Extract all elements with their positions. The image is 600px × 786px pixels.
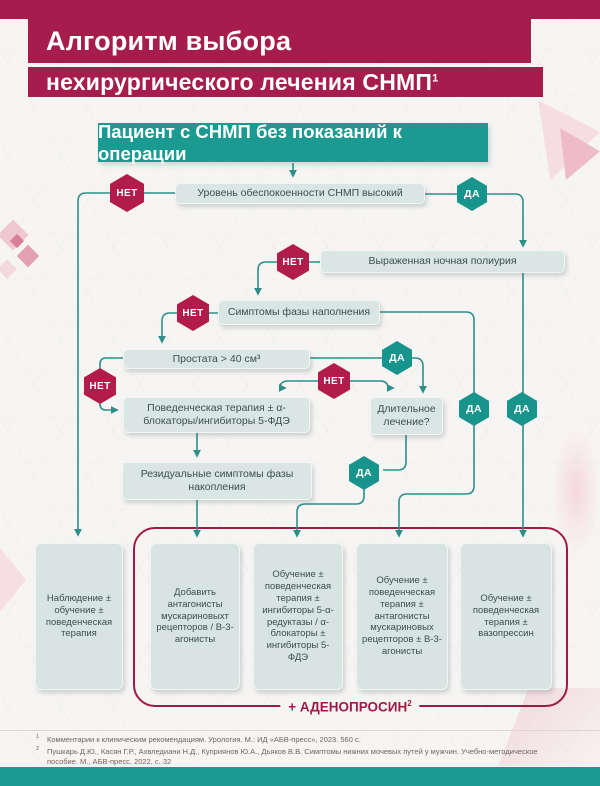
yes-hexagon-storage-line: ДА bbox=[459, 392, 489, 426]
node-longterm-treatment: Длительное лечение? bbox=[370, 397, 443, 435]
node-behavioral-therapy: Поведенческая терапия ± α-блокаторы/инги… bbox=[123, 397, 310, 433]
footnote-1-marker: 1 bbox=[36, 734, 40, 740]
decor-pink-diamond bbox=[0, 259, 17, 279]
no-hexagon-longterm: НЕТ bbox=[318, 363, 350, 399]
page-title-line2: нехирургического лечения СНМП1 bbox=[46, 68, 439, 95]
title-banner-line2: нехирургического лечения СНМП1 bbox=[28, 67, 543, 97]
header-top-strip bbox=[0, 0, 600, 19]
yes-hexagon-polyuria-line: ДА bbox=[507, 392, 537, 426]
outcome-education-5ari: Обучение ± поведенческая терапия ± ингиб… bbox=[253, 543, 343, 690]
node-residual-symptoms: Резидуальные симптомы фазы накопления bbox=[122, 462, 312, 500]
node-storage-symptoms: Симптомы фазы наполнения bbox=[218, 300, 380, 325]
outcome-education-antagonists: Обучение ± поведенческая терапия ± антаг… bbox=[356, 543, 448, 690]
footer-bar bbox=[0, 767, 600, 786]
no-hexagon-prostate: НЕТ bbox=[84, 368, 116, 404]
decor-pink-triangle bbox=[0, 548, 26, 612]
footnote-2-marker: 2 bbox=[36, 746, 40, 752]
node-anxiety-level: Уровень обеспокоенности СНМП высокий bbox=[175, 183, 425, 204]
adenoprosin-label: + АДЕНОПРОСИН2 bbox=[280, 699, 420, 715]
no-hexagon-anxiety: НЕТ bbox=[110, 174, 144, 212]
footnote-2-text: Пушкарь Д.Ю., Касян Г.Р., Ахвледиани Н.Д… bbox=[47, 747, 538, 767]
footnote-divider bbox=[0, 730, 600, 731]
yes-hexagon-prostate: ДА bbox=[382, 341, 412, 375]
outcome-education-vasopressin: Обучение ± поведенческая терапия ± вазоп… bbox=[460, 543, 552, 690]
yes-hexagon-longterm: ДА bbox=[349, 456, 379, 490]
node-prostate-volume: Простата > 40 см³ bbox=[123, 349, 310, 369]
outcome-observation: Наблюдение ± обучение ± поведенческая те… bbox=[35, 543, 123, 690]
start-node-label: Пациент с СНМП без показаний к операции bbox=[98, 120, 402, 164]
node-nocturnal-polyuria: Выраженная ночная полиурия bbox=[320, 250, 565, 273]
title-footnote-marker: 1 bbox=[432, 71, 439, 84]
outcome-add-antagonists: Добавить антагонисты мускариновыхт рецеп… bbox=[150, 543, 240, 690]
footnote-1-text: Комментарии к клиническим рекомендациям.… bbox=[47, 735, 361, 744]
adenoprosin-footnote-marker: 2 bbox=[407, 699, 412, 708]
start-node-patient: Пациент с СНМП без показаний к операции bbox=[98, 120, 488, 164]
no-hexagon-polyuria: НЕТ bbox=[277, 244, 309, 280]
yes-hexagon-anxiety: ДА bbox=[457, 177, 487, 211]
decor-pink-diamond bbox=[16, 244, 40, 268]
page-title-line1: Алгоритм выбора bbox=[46, 25, 292, 56]
title-banner-line1: Алгоритм выбора bbox=[28, 19, 531, 63]
no-hexagon-storage: НЕТ bbox=[177, 295, 209, 331]
